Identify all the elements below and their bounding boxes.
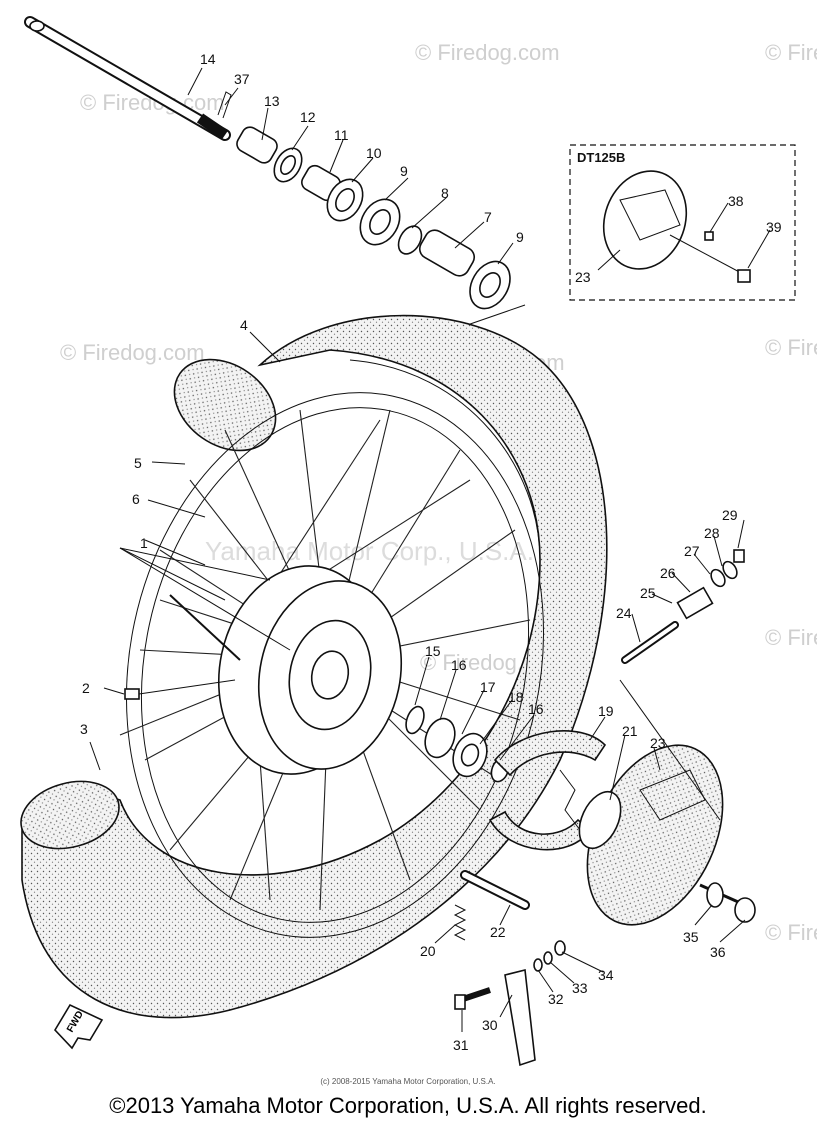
callout-14: 14 xyxy=(200,51,216,67)
fwd-arrow: FWD xyxy=(54,1003,104,1050)
callout-11: 11 xyxy=(334,127,349,143)
hub-right-parts xyxy=(405,705,510,783)
callout-13: 13 xyxy=(264,93,280,109)
rim xyxy=(125,392,545,938)
callout-24: 24 xyxy=(616,605,632,621)
spoke-part xyxy=(169,594,241,661)
inset-dt125b: DT125B xyxy=(569,144,796,301)
brake-plate xyxy=(578,744,746,926)
cotter-pin xyxy=(217,91,232,119)
callouts: 1 2 3 4 5 6 7 8 9 9 10 11 12 13 14 15 16… xyxy=(80,51,782,1053)
callout-17: 17 xyxy=(480,679,496,695)
axle-side-parts xyxy=(236,126,511,310)
callout-2: 2 xyxy=(82,680,90,696)
callout-10: 10 xyxy=(366,145,382,161)
callout-35: 35 xyxy=(683,929,699,945)
callout-8: 8 xyxy=(441,185,449,201)
callout-23b: 23 xyxy=(575,269,591,285)
watermark-text: © Firedog.com xyxy=(765,625,817,650)
tire xyxy=(20,314,608,1019)
callout-22: 22 xyxy=(490,924,506,940)
callout-6: 6 xyxy=(132,491,140,507)
callout-9a: 9 xyxy=(400,163,408,179)
callout-26: 26 xyxy=(660,565,676,581)
callout-3: 3 xyxy=(80,721,88,737)
cam-lever-parts xyxy=(454,940,566,1067)
callout-1: 1 xyxy=(140,535,148,551)
callout-33: 33 xyxy=(572,980,588,996)
callout-19: 19 xyxy=(598,703,614,719)
spoke-nipple xyxy=(124,688,140,700)
callout-27: 27 xyxy=(684,543,700,559)
callout-18: 18 xyxy=(508,689,524,705)
center-watermark: Yamaha Motor Corp., U.S.A. xyxy=(205,536,534,566)
inset-title: DT125B xyxy=(577,150,625,165)
watermark-text: © Firedog.com xyxy=(765,920,817,945)
watermark-text: © Firedog.com xyxy=(60,340,205,365)
watermark-text: © Firedog.com xyxy=(415,40,560,65)
cam-shaft-spring xyxy=(453,870,530,941)
callout-32: 32 xyxy=(548,991,564,1007)
callout-5: 5 xyxy=(134,455,142,471)
small-copyright: (c) 2008-2015 Yamaha Motor Corporation, … xyxy=(320,1077,495,1086)
callout-7: 7 xyxy=(484,209,492,225)
leader-lines xyxy=(89,67,771,1032)
callout-31: 31 xyxy=(453,1037,469,1053)
leader-line xyxy=(119,547,291,651)
callout-9b: 9 xyxy=(516,229,524,245)
callout-38: 38 xyxy=(728,193,744,209)
watermark-text: © Firedog.com xyxy=(765,40,817,65)
callout-16a: 16 xyxy=(451,657,467,673)
callout-23a: 23 xyxy=(650,735,666,751)
callout-36: 36 xyxy=(710,944,726,960)
leader-line xyxy=(119,547,271,581)
callout-30: 30 xyxy=(482,1017,498,1033)
callout-16b: 16 xyxy=(528,701,544,717)
axle xyxy=(24,16,231,141)
callout-37: 37 xyxy=(234,71,250,87)
callout-21: 21 xyxy=(622,723,638,739)
washer xyxy=(706,882,724,908)
callout-25: 25 xyxy=(640,585,656,601)
watermark-text: © Firedog.com xyxy=(765,335,817,360)
hub xyxy=(217,565,403,775)
callout-12: 12 xyxy=(300,109,316,125)
callout-4: 4 xyxy=(240,317,248,333)
callout-29: 29 xyxy=(722,507,738,523)
callout-39: 39 xyxy=(766,219,782,235)
callout-20: 20 xyxy=(420,943,436,959)
callout-34: 34 xyxy=(598,967,614,983)
axle-nut xyxy=(734,897,756,923)
callout-28: 28 xyxy=(704,525,720,541)
speedo-gear-parts xyxy=(621,549,745,664)
copyright-notice: ©2013 Yamaha Motor Corporation, U.S.A. A… xyxy=(109,1093,706,1118)
callout-15: 15 xyxy=(425,643,441,659)
